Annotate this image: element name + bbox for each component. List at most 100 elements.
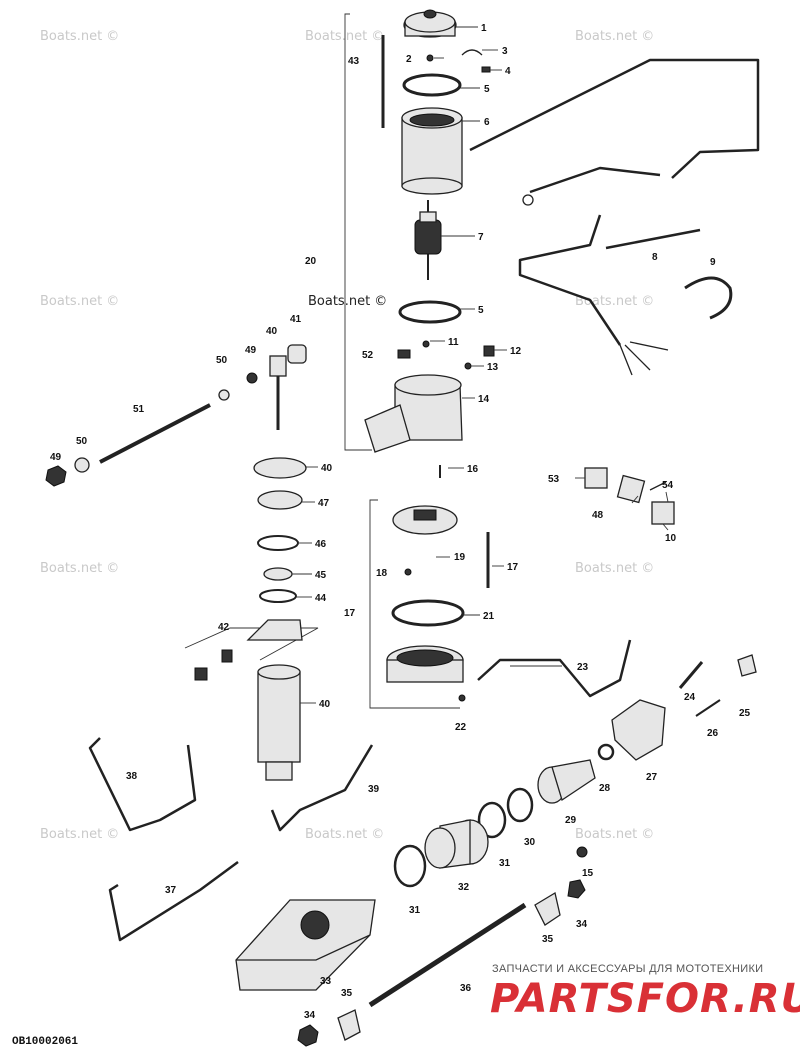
- leader-lines: [292, 26, 669, 704]
- watermark-text-dark: Boats.net ©: [308, 294, 387, 309]
- callout-number: 14: [478, 394, 490, 405]
- washer-50-right: [218, 389, 230, 401]
- washer-11: [422, 340, 430, 348]
- washer-13: [464, 362, 472, 370]
- o-ring-30: [506, 787, 534, 823]
- callout-number: 50: [76, 436, 88, 447]
- callout-number: 20: [305, 256, 317, 267]
- bolt-24: [678, 661, 704, 689]
- screw-22: [458, 694, 466, 702]
- nut-49-left: [45, 465, 67, 487]
- callout-number: 3: [502, 46, 508, 57]
- callout-number: 53: [548, 474, 560, 485]
- brand-logo: PARTSFOR.RU: [490, 976, 800, 1022]
- hydraulic-line-23: [477, 639, 632, 698]
- callout-number: 22: [455, 722, 467, 733]
- callout-number: 52: [362, 350, 374, 361]
- cap-40-top: [253, 457, 307, 479]
- callout-number: 37: [165, 885, 177, 896]
- sleeve-32: [424, 819, 489, 869]
- callout-number: 34: [304, 1010, 316, 1021]
- callout-number: 25: [739, 708, 751, 719]
- hydraulic-line-38: [88, 737, 197, 832]
- callout-number: 39: [368, 784, 380, 795]
- o-ring-21: [391, 599, 465, 627]
- callout-number: 6: [484, 117, 490, 128]
- cap-47: [257, 490, 303, 510]
- nut-34-right: [567, 879, 586, 899]
- callout-number: 1: [481, 23, 487, 34]
- motor-housing: [401, 107, 463, 195]
- callout-number: 18: [376, 568, 388, 579]
- callout-number: 7: [478, 232, 484, 243]
- callout-number: 49: [245, 345, 257, 356]
- callout-number: 29: [565, 815, 577, 826]
- callout-number: 51: [133, 404, 145, 415]
- hydraulic-line-39: [270, 744, 374, 832]
- callout-number: 15: [582, 868, 594, 879]
- starter-cap: [403, 9, 457, 38]
- armature: [414, 200, 442, 280]
- callout-number: 45: [315, 570, 327, 581]
- o-ring-44: [259, 589, 297, 603]
- cable-8: [605, 228, 701, 250]
- shaft-36: [368, 902, 527, 1008]
- watermark-text: Boats.net ©: [575, 294, 654, 309]
- washer-50-left: [74, 457, 90, 473]
- piston-45: [263, 567, 293, 581]
- callout-number: 5: [484, 84, 490, 95]
- callout-number: 47: [318, 498, 330, 509]
- callout-number: 5: [478, 305, 484, 316]
- callout-number: 50: [216, 355, 228, 366]
- clip-3: [461, 49, 483, 56]
- callout-number: 11: [448, 337, 459, 348]
- o-ring-28: [597, 743, 615, 761]
- callout-number: 4: [505, 66, 511, 77]
- callout-number: 40: [321, 463, 333, 474]
- o-ring-5-lower: [398, 300, 462, 324]
- callout-number: 2: [406, 54, 412, 65]
- pump-cover-19: [392, 505, 458, 535]
- bracket-10: [651, 501, 675, 525]
- callout-number: 31: [409, 905, 421, 916]
- callout-number: 9: [710, 257, 716, 268]
- harness-lower: [518, 214, 622, 346]
- harness-leads: [619, 341, 669, 376]
- callout-number: 41: [290, 314, 302, 325]
- callout-number: 24: [684, 692, 696, 703]
- watermark-text: Boats.net ©: [575, 29, 654, 44]
- callout-number: 32: [458, 882, 470, 893]
- o-ring-46: [257, 535, 299, 551]
- callout-number: 44: [315, 593, 327, 604]
- callout-number: 23: [577, 662, 589, 673]
- group-bracket-17: [369, 499, 460, 709]
- bushing-52: [397, 349, 411, 359]
- callout-number: 12: [510, 346, 522, 357]
- diagram-reference-code: OB10002061: [12, 1036, 79, 1048]
- callout-number: 35: [341, 988, 353, 999]
- callout-number: 19: [454, 552, 466, 563]
- watermark-text: Boats.net ©: [575, 561, 654, 576]
- pin-35-right: [534, 891, 561, 926]
- callout-number: 17: [507, 562, 519, 573]
- callout-number: 26: [707, 728, 719, 739]
- brand-caption: ЗАПЧАСТИ И АКСЕССУАРЫ ДЛЯ МОТОТЕХНИКИ: [492, 963, 764, 975]
- cylinder-head-42: [246, 619, 303, 641]
- nut-12: [483, 345, 495, 357]
- callout-number: 36: [460, 983, 472, 994]
- gasket-48: [616, 474, 646, 504]
- callout-number: 54: [662, 480, 674, 491]
- screw-42-a: [194, 667, 208, 681]
- callout-number: 33: [320, 976, 332, 987]
- hydraulic-line-37: [108, 860, 239, 942]
- screw-42-b: [221, 649, 233, 663]
- motor-base-bracket: [364, 374, 463, 453]
- callout-number: 49: [50, 452, 62, 463]
- watermark-text: Boats.net ©: [305, 827, 384, 842]
- screw-4: [481, 66, 491, 73]
- bolt-26: [695, 699, 721, 717]
- callout-number: 42: [218, 622, 230, 633]
- shaft-51: [99, 403, 211, 464]
